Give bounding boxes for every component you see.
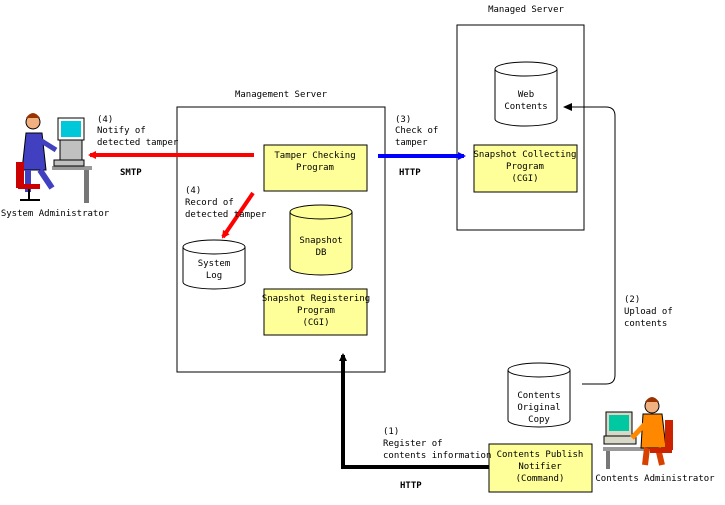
snapshot-db-label: DB bbox=[316, 248, 327, 258]
contents-administrator-icon bbox=[603, 397, 673, 469]
tamper-checking-program: Tamper Checking Program bbox=[263, 144, 368, 192]
snapshot-db-label: Snapshot bbox=[299, 236, 342, 246]
publish-notifier-label: (Command) bbox=[516, 474, 565, 484]
svg-text:contents information: contents information bbox=[383, 451, 491, 461]
svg-text:Upload of: Upload of bbox=[624, 307, 673, 317]
managed-server-title: Managed Server bbox=[488, 5, 564, 15]
publish-notifier-label: Notifier bbox=[518, 462, 562, 472]
svg-text:(4): (4) bbox=[97, 115, 113, 125]
register-label: (1) Register of contents information bbox=[383, 427, 491, 461]
check-label: (3) Check of tamper bbox=[395, 115, 438, 148]
svg-text:detected tamper: detected tamper bbox=[97, 138, 179, 148]
system-log-db: System Log bbox=[182, 239, 246, 290]
web-contents-db: Web Contents bbox=[494, 61, 558, 127]
contents-original-copy-db: Contents Original Copy bbox=[507, 362, 571, 428]
svg-text:(1): (1) bbox=[383, 427, 399, 437]
svg-text:(3): (3) bbox=[395, 115, 411, 125]
svg-text:Record of: Record of bbox=[185, 198, 234, 208]
svg-text:tamper: tamper bbox=[395, 138, 428, 148]
svg-text:(4): (4) bbox=[185, 186, 201, 196]
snapshot-collecting-label: Program bbox=[506, 162, 544, 172]
snapshot-db: Snapshot DB bbox=[289, 204, 353, 276]
web-contents-label: Web bbox=[518, 90, 534, 100]
contents-original-label: Copy bbox=[528, 415, 550, 425]
svg-text:detected tamper: detected tamper bbox=[185, 210, 267, 220]
http-check-label: HTTP bbox=[399, 168, 421, 178]
svg-text:Notify of: Notify of bbox=[97, 126, 146, 136]
system-log-label: Log bbox=[206, 271, 222, 281]
svg-text:Register of: Register of bbox=[383, 439, 443, 449]
record-arrow bbox=[221, 191, 255, 239]
tamper-checking-label: Program bbox=[296, 163, 334, 173]
contents-original-label: Original bbox=[517, 403, 560, 413]
snapshot-registering-label: Program bbox=[297, 306, 335, 316]
snapshot-collecting-program: Snapshot Collecting Program (CGI) bbox=[473, 144, 578, 193]
snapshot-registering-program: Snapshot Registering Program (CGI) bbox=[262, 288, 370, 336]
system-administrator-label: System Administrator bbox=[1, 209, 110, 219]
managed-server: Managed Server bbox=[456, 5, 585, 231]
web-contents-label: Contents bbox=[504, 102, 547, 112]
tamper-checking-label: Tamper Checking bbox=[274, 151, 355, 161]
upload-arrow bbox=[570, 106, 616, 385]
http-register-label: HTTP bbox=[400, 481, 422, 491]
management-server-title: Management Server bbox=[235, 90, 328, 100]
upload-label: (2) Upload of contents bbox=[624, 295, 673, 329]
snapshot-registering-label: (CGI) bbox=[302, 318, 329, 328]
smtp-label: SMTP bbox=[120, 168, 142, 178]
register-arrow bbox=[339, 353, 489, 469]
system-administrator-icon bbox=[16, 113, 92, 203]
snapshot-collecting-label: Snapshot Collecting bbox=[474, 150, 577, 160]
svg-text:Check of: Check of bbox=[395, 126, 438, 136]
contents-publish-notifier: Contents Publish Notifier (Command) bbox=[488, 443, 593, 493]
publish-notifier-label: Contents Publish bbox=[497, 450, 584, 460]
svg-text:(2): (2) bbox=[624, 295, 640, 305]
notify-label: (4) Notify of detected tamper bbox=[97, 115, 179, 148]
snapshot-registering-label: Snapshot Registering bbox=[262, 294, 370, 304]
svg-text:contents: contents bbox=[624, 319, 667, 329]
snapshot-collecting-label: (CGI) bbox=[511, 174, 538, 184]
contents-administrator-label: Contents Administrator bbox=[595, 474, 715, 484]
system-log-label: System bbox=[198, 259, 231, 269]
record-label: (4) Record of detected tamper bbox=[185, 186, 267, 220]
contents-original-label: Contents bbox=[517, 391, 560, 401]
upload-arrowhead bbox=[563, 103, 572, 111]
